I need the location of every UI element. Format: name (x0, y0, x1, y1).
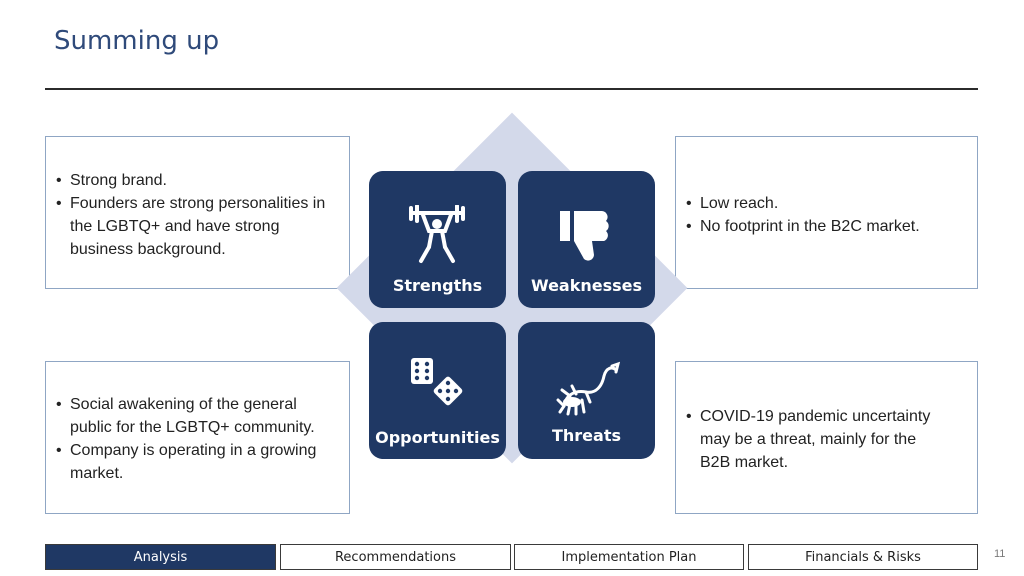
threats-list: COVID-19 pandemic uncertainty may be a t… (684, 405, 947, 474)
strengths-label: Strengths (392, 276, 483, 295)
tab-financials-risks[interactable]: Financials & Risks (748, 544, 978, 570)
weaknesses-box: Low reach. No footprint in the B2C marke… (675, 136, 978, 289)
strengths-tile: Strengths (369, 171, 506, 308)
weaknesses-list: Low reach. No footprint in the B2C marke… (684, 192, 969, 238)
dice-icon (411, 358, 463, 406)
threats-box: COVID-19 pandemic uncertainty may be a t… (675, 361, 978, 514)
weaknesses-point: Low reach. (684, 192, 969, 215)
tab-analysis[interactable]: Analysis (45, 544, 276, 570)
opportunities-tile: Opportunities (369, 322, 506, 459)
strengths-point: Founders are strong personalities in the… (54, 192, 341, 261)
weaknesses-point: No footprint in the B2C market. (684, 215, 969, 238)
threats-label: Threats (551, 426, 621, 445)
threats-tile: Threats (518, 322, 655, 459)
strengths-list: Strong brand. Founders are strong person… (54, 169, 341, 261)
weightlifter-icon (409, 205, 465, 263)
thumbs-down-icon (560, 211, 609, 261)
weaknesses-tile: Weaknesses (518, 171, 655, 308)
opportunities-point: Social awakening of the general public f… (54, 393, 341, 439)
page-title: Summing up (54, 26, 220, 56)
scorpion-icon (556, 361, 620, 416)
weaknesses-label: Weaknesses (530, 276, 643, 295)
tab-recommendations[interactable]: Recommendations (280, 544, 511, 570)
opportunities-point: Company is operating in a growing market… (54, 439, 341, 485)
opportunities-list: Social awakening of the general public f… (54, 393, 341, 485)
strengths-point: Strong brand. (54, 169, 341, 192)
threats-point: COVID-19 pandemic uncertainty may be a t… (684, 405, 947, 474)
opportunities-box: Social awakening of the general public f… (45, 361, 350, 514)
page-number: 11 (994, 548, 1006, 560)
opportunities-label: Opportunities (375, 428, 500, 447)
title-divider (45, 88, 978, 90)
strengths-box: Strong brand. Founders are strong person… (45, 136, 350, 289)
tab-implementation-plan[interactable]: Implementation Plan (514, 544, 744, 570)
